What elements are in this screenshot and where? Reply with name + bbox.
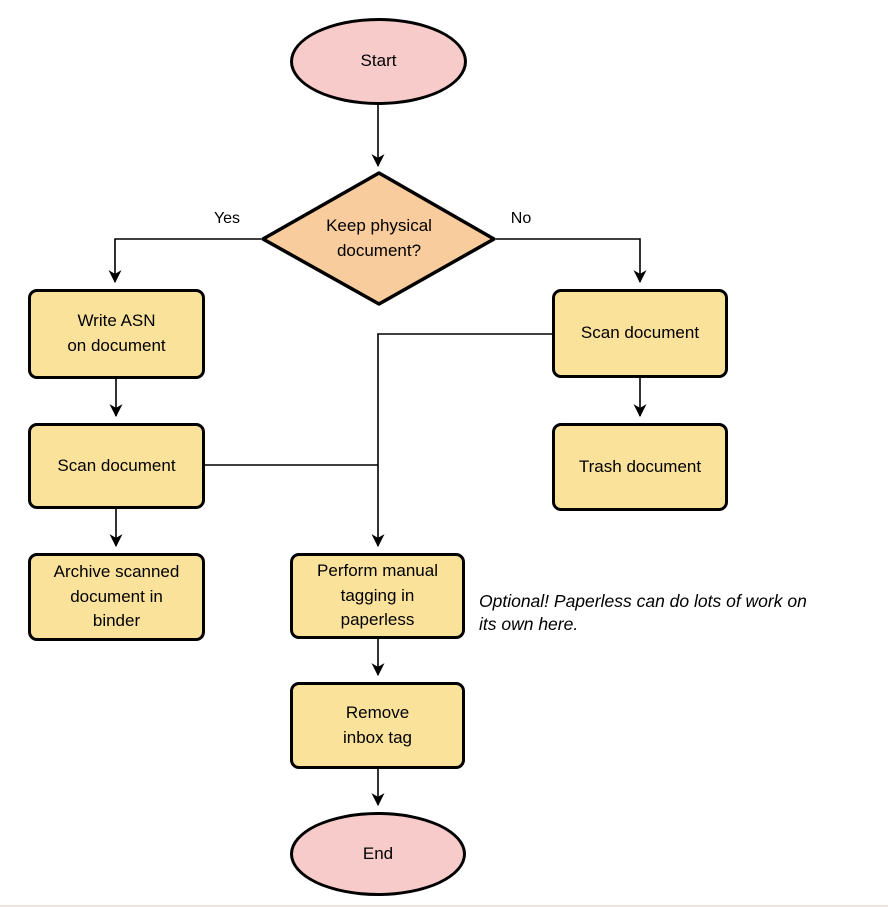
node-scan-document-left: Scan document (28, 423, 205, 509)
decision-diamond-shape (261, 171, 496, 306)
node-scan-document-right: Scan document (552, 289, 728, 378)
annotation-optional-note: Optional! Paperless can do lots of work … (479, 591, 807, 635)
edge-decision-no-to-scan-right (496, 238, 647, 284)
node-perform-manual-tagging: Perform manual tagging in paperless (290, 553, 465, 639)
page-bottom-divider (0, 905, 888, 907)
node-decision-label: Keep physical document? (326, 216, 432, 260)
edge-label-yes: Yes (213, 210, 241, 227)
node-archive-scanned-document: Archive scanned document in binder (28, 553, 205, 641)
edge-label-no: No (510, 210, 532, 227)
node-write-asn-on-document: Write ASN on document (28, 289, 205, 379)
node-end: End (290, 812, 466, 896)
node-trash-document: Trash document (552, 423, 728, 511)
edge-scan-right-to-perform-tagging (371, 333, 552, 548)
node-remove-inbox-tag: Remove inbox tag (290, 682, 465, 769)
node-start: Start (290, 18, 467, 105)
edge-decision-yes-to-write-asn (108, 238, 261, 284)
